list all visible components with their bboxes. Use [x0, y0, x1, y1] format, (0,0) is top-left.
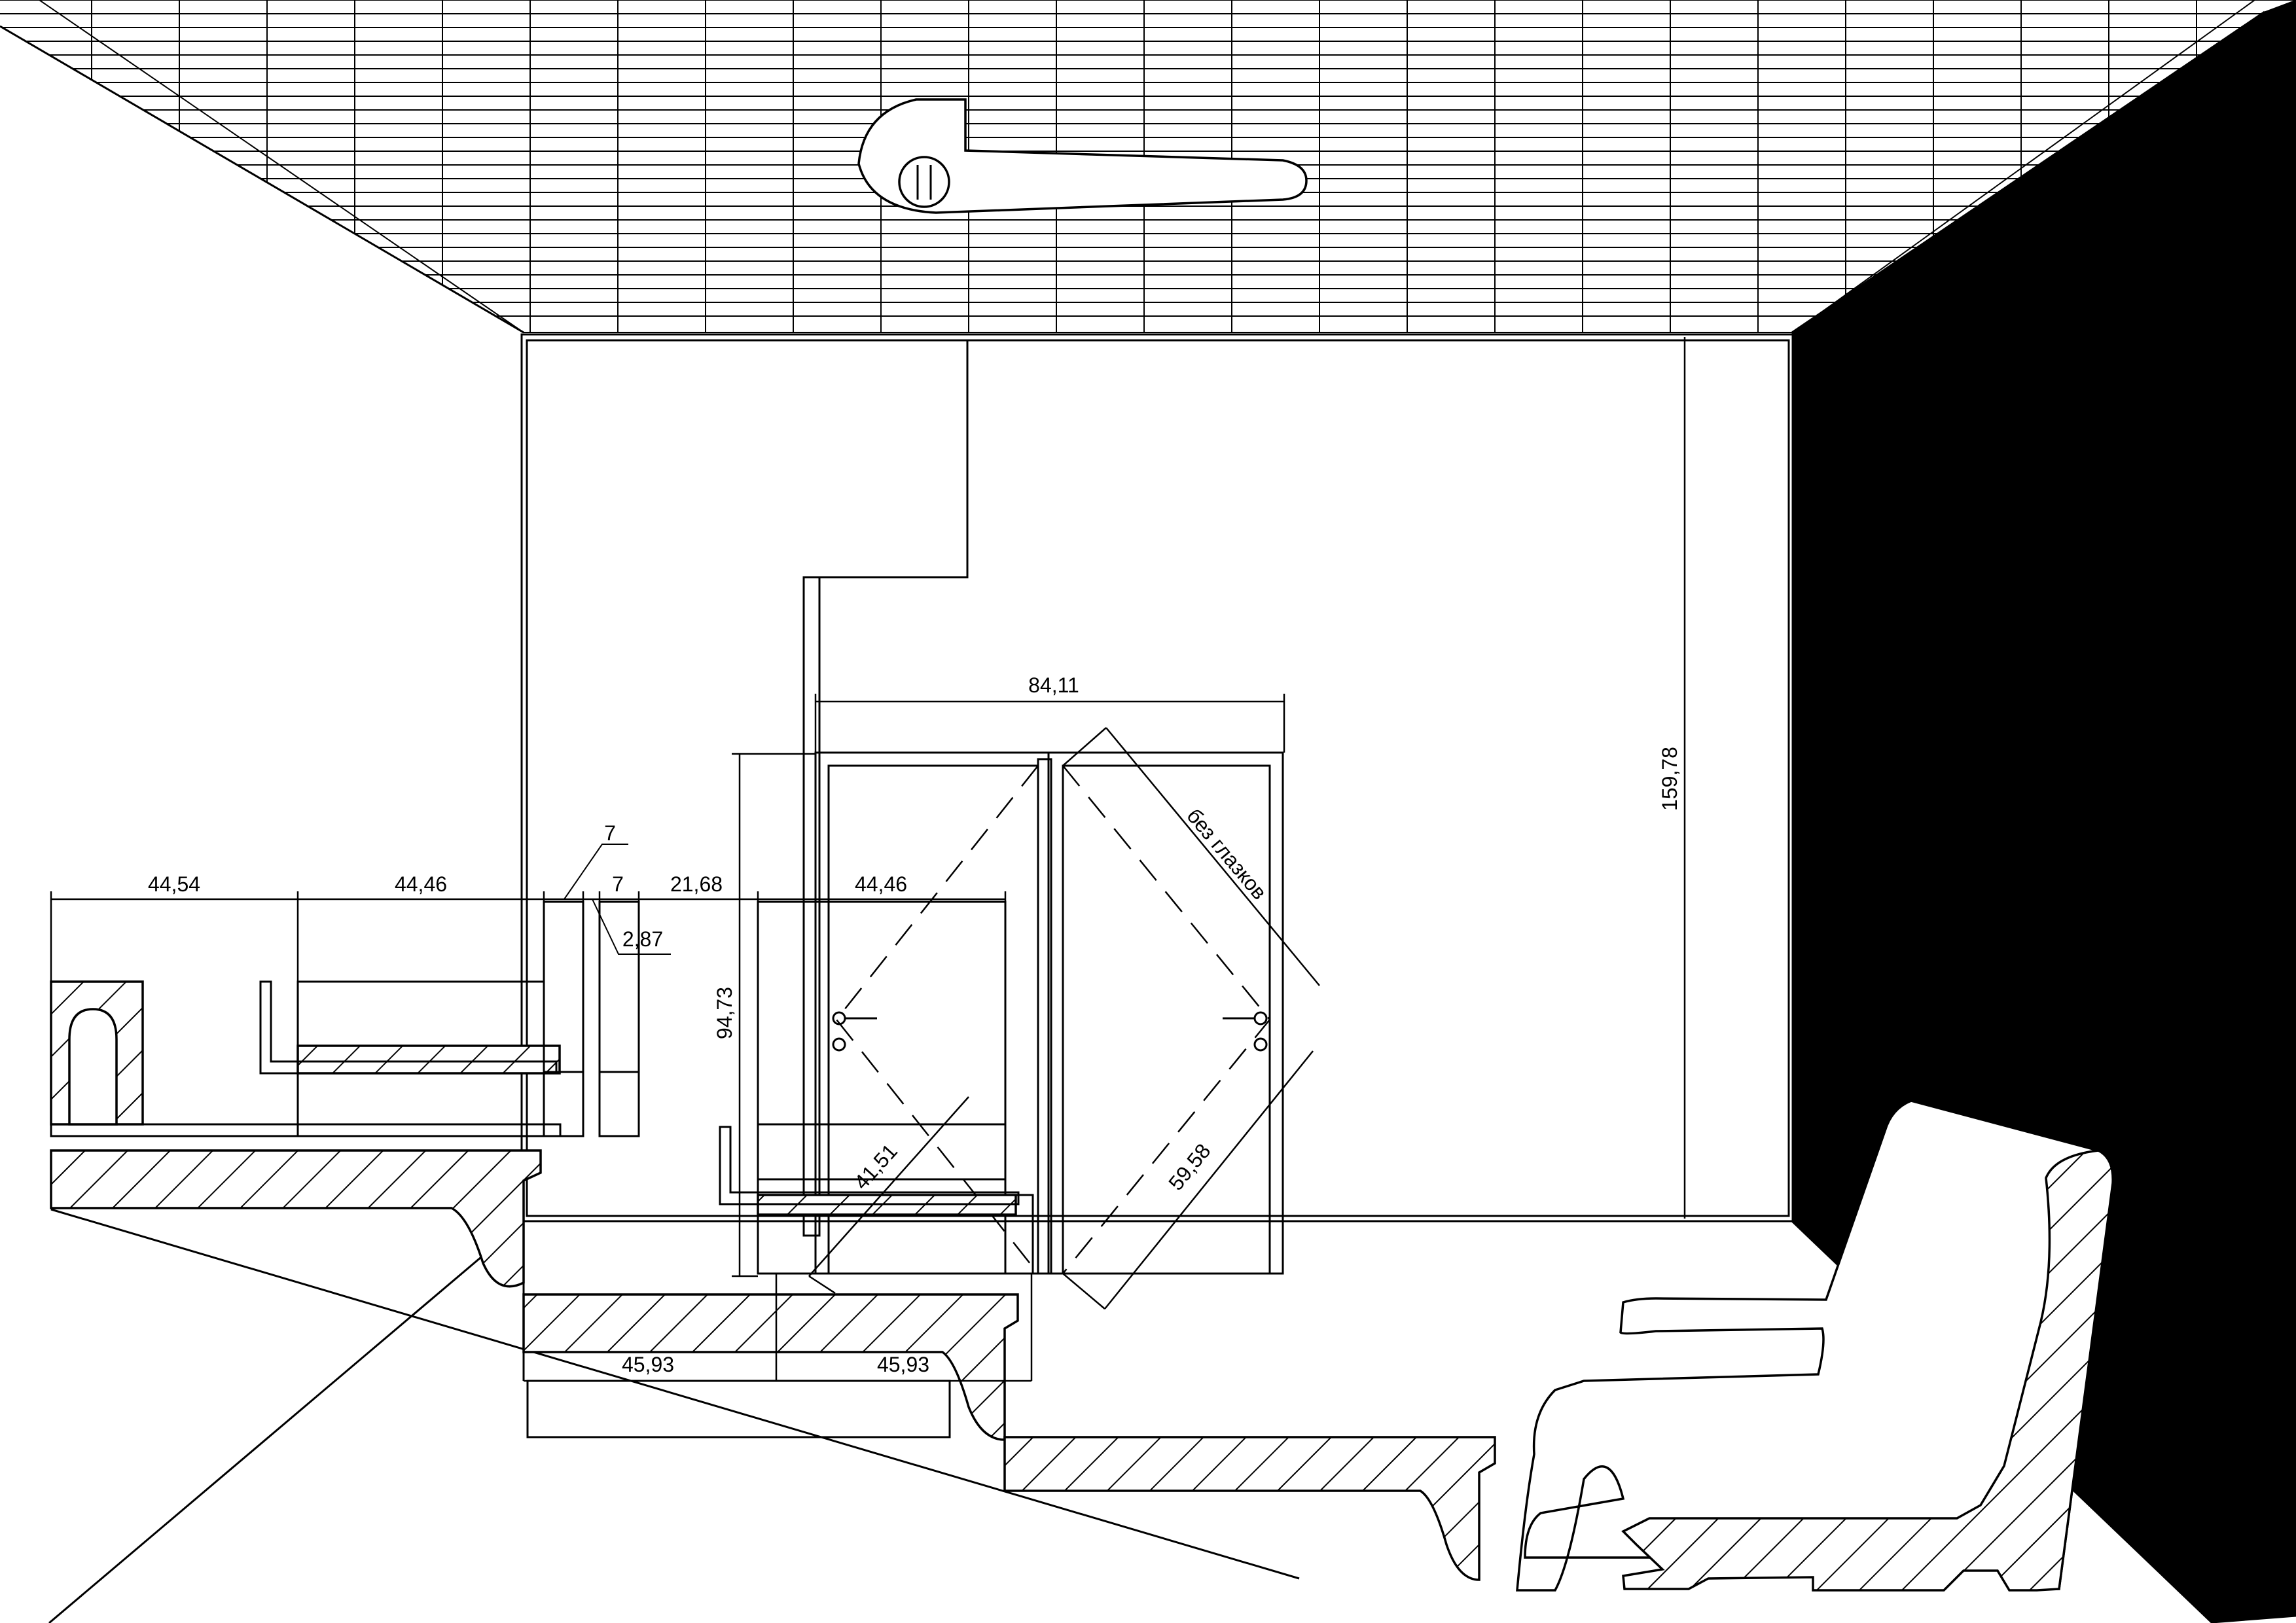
- dim-21-68: 21,68: [670, 872, 723, 896]
- tall-panel: [802, 340, 969, 1237]
- dim-44-46-center: 44,46: [855, 872, 907, 896]
- door-handle-icon: [857, 98, 1308, 214]
- dim-159-78: 159,78: [1658, 747, 1681, 811]
- floor-slabs: [50, 1149, 1496, 1581]
- center-cabinet: [719, 901, 1034, 1275]
- perspective-lines: [0, 10, 2265, 1623]
- double-door: [814, 751, 1284, 1275]
- dim-94-73: 94,73: [713, 987, 736, 1039]
- left-shelf-unit: [50, 901, 640, 1137]
- back-wall-frame: [520, 333, 1795, 1381]
- dim-45-93-left: 45,93: [622, 1353, 674, 1376]
- dim-45-93-right: 45,93: [877, 1353, 929, 1376]
- dim-41-51: 41,51: [850, 1139, 902, 1194]
- dim-2-87: 2,87: [622, 927, 663, 951]
- dim-44-54: 44,54: [148, 872, 200, 896]
- dim-59-58: 59,58: [1164, 1139, 1215, 1195]
- armchair: [1516, 1099, 2114, 1592]
- dimension-labels: 44,54 44,46 7 7 2,87 21,68 44,46 84,11 9…: [148, 673, 1681, 1376]
- note-no-peepholes: без глазков: [1182, 804, 1272, 904]
- dim-7-top: 7: [604, 821, 616, 845]
- dim-44-46-left: 44,46: [395, 872, 447, 896]
- dimension-lines: [50, 337, 1686, 1382]
- dim-7-mid: 7: [612, 872, 624, 896]
- dim-84-11: 84,11: [1028, 673, 1079, 697]
